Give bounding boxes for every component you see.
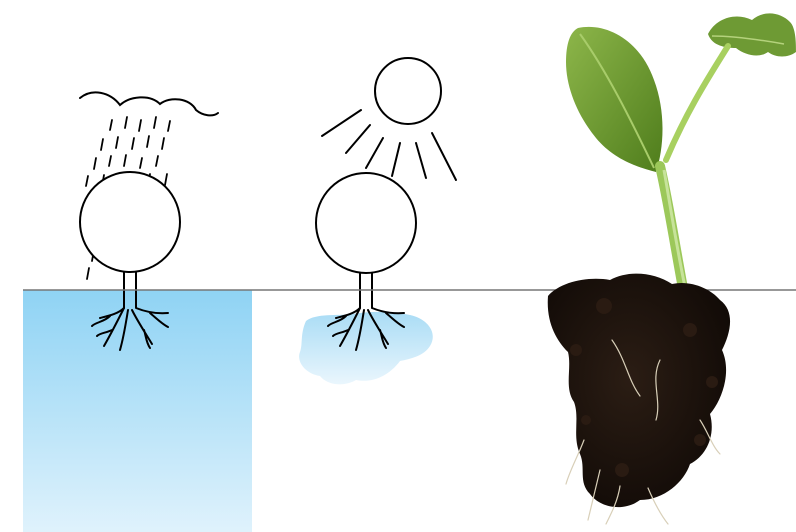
sun-rays [322,110,456,180]
plant-bulb-icon [80,172,180,272]
water-deep [23,290,252,532]
leaf-right [708,13,796,56]
sun-icon [375,58,441,124]
leaf-left [566,27,663,172]
panel-sun [299,58,456,384]
petiole-right [666,46,728,160]
panel-rain [23,92,252,532]
water-puddle [299,312,433,384]
cloud-icon [80,92,218,115]
soil-root-ball [548,274,730,508]
plant-bulb-icon [316,173,416,273]
seedling-stem [660,166,684,294]
seedling-photo [548,13,796,524]
